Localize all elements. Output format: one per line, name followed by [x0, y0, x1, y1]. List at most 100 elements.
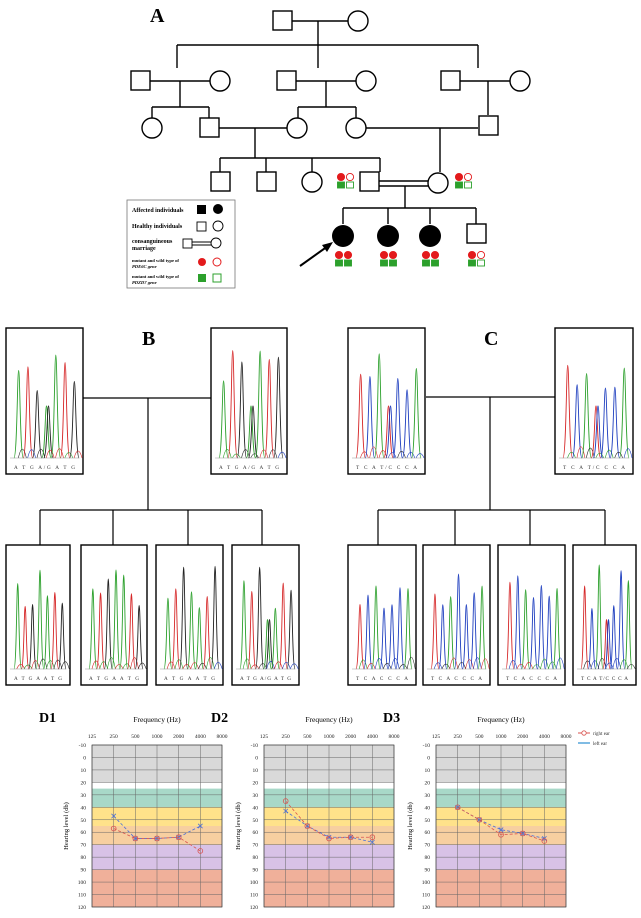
db-tick-label: 20 — [425, 780, 431, 786]
trace-peak — [58, 602, 67, 670]
trace-noise — [583, 660, 592, 670]
trace-peak — [247, 590, 257, 670]
trace-peak — [69, 380, 80, 459]
trace-peak — [616, 570, 626, 670]
trace-peak — [430, 593, 440, 670]
right-ear-point — [304, 823, 311, 829]
panel-label-a: A — [150, 5, 165, 27]
trace-peak — [581, 373, 592, 459]
chromatogram-sequence-label: A T G A A T G — [164, 676, 215, 682]
db-tick-label: 110 — [422, 893, 430, 899]
trace-peak — [383, 405, 394, 459]
right-ear-point — [519, 830, 526, 837]
trace-noise — [406, 656, 416, 670]
trace-peak — [171, 588, 181, 670]
trace-peak — [127, 593, 136, 670]
left-ear-point — [369, 839, 375, 845]
db-tick-label: -10 — [251, 743, 259, 749]
db-tick-label: 10 — [253, 768, 259, 774]
female-circle — [209, 70, 231, 92]
legend-right-ear-label: right ear — [593, 732, 610, 737]
genotype-group — [336, 172, 355, 189]
trace-noise — [242, 658, 252, 670]
left-ear-point — [111, 813, 117, 819]
legend-pdzd7-mutant-icon — [198, 274, 206, 282]
pde6c-mutant-allele-icon — [467, 250, 477, 260]
chromatogram-b-parent-left: A T G A/G A T G — [5, 327, 84, 475]
trace-noise — [382, 663, 392, 670]
right-ear-point — [110, 825, 117, 832]
male-square — [440, 70, 461, 91]
left-ear-point — [498, 827, 504, 833]
pde6c-mutant-allele-icon — [388, 250, 398, 260]
trace-noise — [64, 452, 74, 459]
trace-peak — [103, 578, 113, 670]
trace-peak — [411, 368, 422, 459]
trace-peak — [364, 376, 376, 459]
right-ear-point — [197, 848, 204, 854]
db-tick-label: -10 — [79, 743, 87, 749]
trace-noise — [266, 661, 275, 670]
trace-peak — [374, 353, 385, 459]
db-tick-label: 80 — [81, 855, 87, 861]
db-tick-label: 50 — [81, 818, 87, 824]
frequency-tick-label: 4000 — [195, 734, 206, 740]
genotype-group — [454, 172, 473, 189]
trace-noise — [107, 657, 116, 670]
trace-peak — [387, 604, 397, 670]
trace-noise — [73, 450, 83, 459]
trace-peak — [210, 565, 220, 670]
trace-peak — [552, 587, 562, 670]
db-tick-label: 30 — [81, 793, 87, 799]
trace-noise — [576, 446, 586, 459]
trace-peak — [604, 619, 613, 670]
chromatogram-b-child-4: A T G A/G A T G — [231, 544, 300, 686]
trace-peak — [505, 581, 515, 670]
db-tick-label: 110 — [78, 893, 86, 899]
frequency-tick-label: 8000 — [217, 734, 228, 740]
female-circle — [427, 172, 449, 194]
trace-noise — [590, 660, 600, 670]
trace-peak — [13, 370, 24, 459]
right-ear-point — [282, 798, 289, 804]
db-tick-label: 20 — [81, 780, 87, 786]
trace-noise — [232, 453, 241, 459]
frequency-tick-label: 125 — [260, 734, 269, 740]
trace-peak — [255, 350, 266, 459]
pde6c-mutant-allele-icon — [336, 172, 346, 182]
pde6c-mutant-allele-icon — [430, 250, 440, 260]
right-ear-point — [541, 838, 548, 844]
trace-peak — [264, 358, 275, 459]
trace-noise — [16, 664, 25, 670]
db-tick-label: 30 — [425, 793, 431, 799]
trace-noise — [398, 664, 408, 670]
trace-noise — [390, 657, 400, 670]
female-circle — [301, 171, 323, 193]
db-tick-label: 40 — [253, 805, 259, 811]
trace-noise — [465, 659, 474, 670]
male-square — [359, 171, 380, 192]
panel-label-c: C — [484, 328, 498, 350]
male-square — [466, 223, 487, 244]
frequency-tick-label: 2000 — [173, 734, 184, 740]
pedigree-legend: Affected individuals Healthy individuals… — [126, 199, 236, 289]
trace-noise — [378, 450, 388, 459]
chromatogram-c-child-2: T C A C C C A — [422, 544, 491, 686]
db-tick-label: 50 — [425, 818, 431, 824]
trace-peak — [187, 591, 196, 670]
trace-peak — [194, 607, 204, 670]
trace-peak — [265, 619, 274, 670]
frequency-tick-label: 1000 — [496, 734, 507, 740]
trace-peak — [521, 589, 531, 670]
trace-noise — [166, 661, 176, 670]
chromatogram-c-child-3: T C A C C C A — [497, 544, 566, 686]
frequency-tick-label: 500 — [303, 734, 312, 740]
right-ear-point — [454, 804, 461, 811]
chromatogram-b-child-1: A T G A A T G — [5, 544, 71, 686]
trace-noise — [366, 662, 376, 670]
trace-peak — [22, 366, 34, 459]
trace-peak — [600, 387, 611, 459]
legend-marriage-square-icon — [182, 238, 193, 249]
